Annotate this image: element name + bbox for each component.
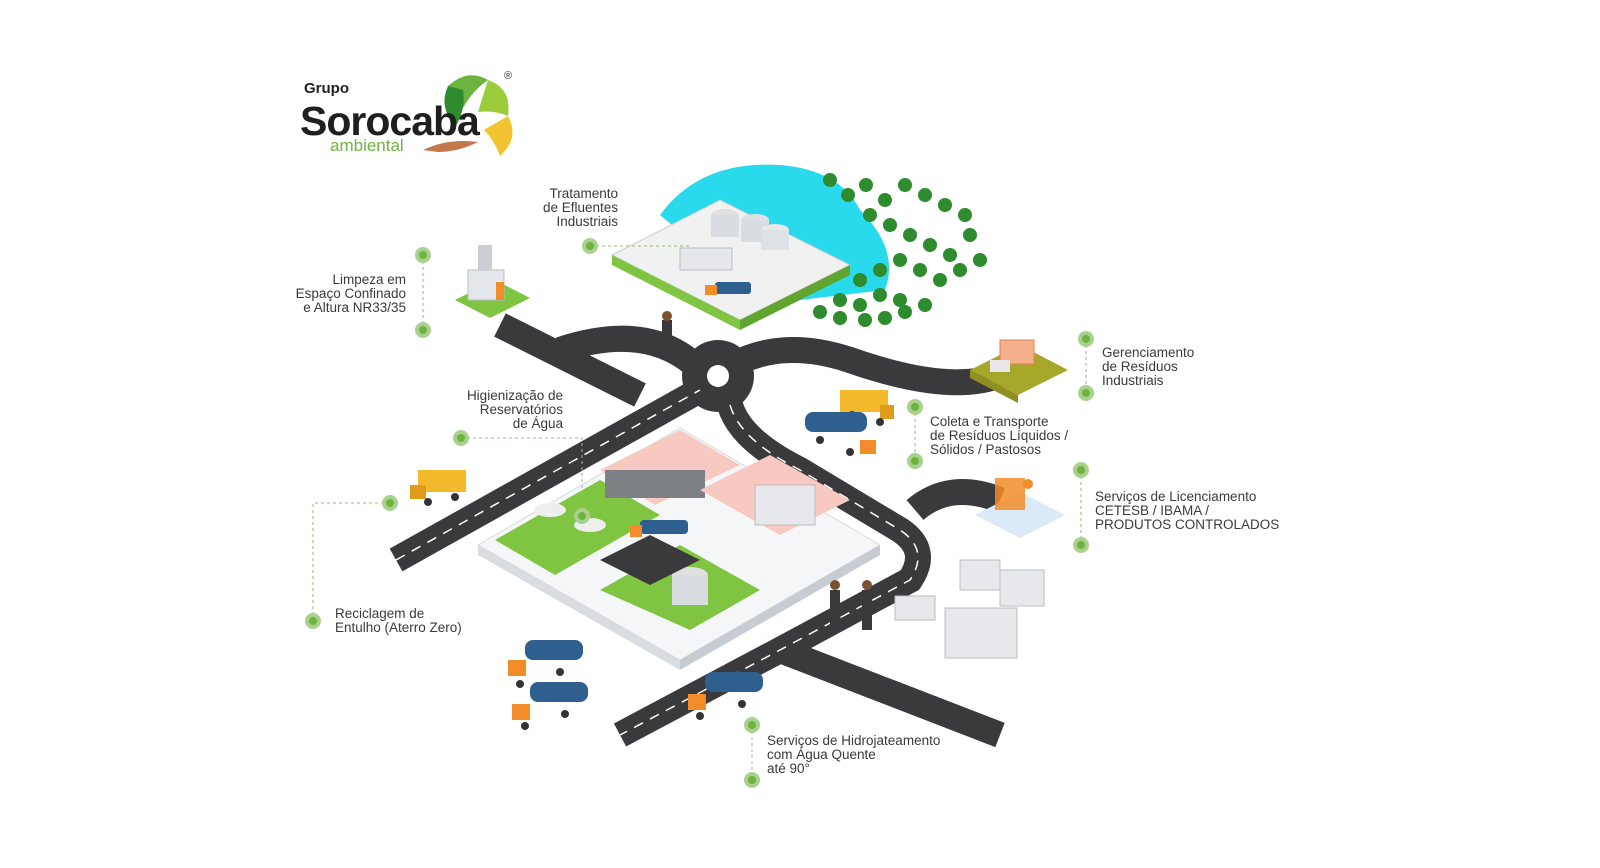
roundabout: [682, 340, 754, 412]
service-water-reservoirs: Higienização de Reservatórios de Água: [466, 388, 563, 431]
tanker-truck: [688, 672, 763, 720]
marker-rubble-recycling-top[interactable]: [382, 495, 398, 511]
registered-mark: ®: [504, 70, 513, 82]
service-waste-collection: Coleta e Transporte de Resíduos Líquidos…: [930, 414, 1069, 457]
industrial-park: [476, 427, 881, 670]
service-rubble-recycling: Reciclagem de Entulho (Aterro Zero): [335, 606, 462, 635]
marker-waste-collection-top[interactable]: [907, 399, 923, 415]
marker-confined-space-bottom[interactable]: [415, 322, 431, 338]
brand-tagline: ambiental: [330, 136, 404, 155]
waste-management-building: [970, 339, 1068, 403]
brand-name: Sorocaba: [300, 98, 480, 144]
tanker-truck: [512, 682, 588, 730]
marker-effluent-treatment[interactable]: [582, 238, 598, 254]
marker-waste-management-bottom[interactable]: [1078, 385, 1094, 401]
businessmen: [662, 311, 872, 630]
brand-logo[interactable]: Grupo Sorocaba ambiental ®: [298, 68, 528, 164]
marker-rubble-recycling-bottom[interactable]: [305, 613, 321, 629]
marker-waste-management-top[interactable]: [1078, 331, 1094, 347]
road-markings: [395, 389, 919, 736]
marker-licensing-top[interactable]: [1073, 462, 1089, 478]
service-waste-management: Gerenciamento de Resíduos Industriais: [1102, 345, 1195, 388]
marker-water-reservoirs-site[interactable]: [574, 508, 590, 524]
effluent-treatment-plant: [610, 164, 890, 330]
flower-logo-icon: [423, 75, 513, 156]
tanker-truck: [508, 640, 583, 688]
brand-group: Grupo: [304, 80, 349, 97]
service-effluent-treatment: Tratamento de Efluentes Industriais: [542, 186, 618, 229]
marker-water-reservoirs[interactable]: [453, 430, 469, 446]
marker-hydrojetting-bottom[interactable]: [744, 772, 760, 788]
office-buildings: [894, 559, 1045, 659]
confined-space-building: [455, 245, 530, 318]
licensing-desk: [975, 478, 1065, 538]
service-licensing: Serviços de Licenciamento CETESB / IBAMA…: [1095, 489, 1280, 532]
leader-lines: [312, 245, 1087, 780]
marker-hydrojetting-top[interactable]: [744, 717, 760, 733]
service-hydrojetting: Serviços de Hidrojateamento com Água Que…: [767, 733, 941, 776]
marker-confined-space-top[interactable]: [415, 247, 431, 263]
marker-licensing-bottom[interactable]: [1073, 537, 1089, 553]
dump-truck: [410, 470, 466, 506]
marker-waste-collection-bottom[interactable]: [907, 453, 923, 469]
forest: [813, 173, 987, 327]
tanker-truck: [805, 412, 876, 456]
service-confined-space: Limpeza em Espaço Confinado e Altura NR3…: [295, 272, 406, 315]
